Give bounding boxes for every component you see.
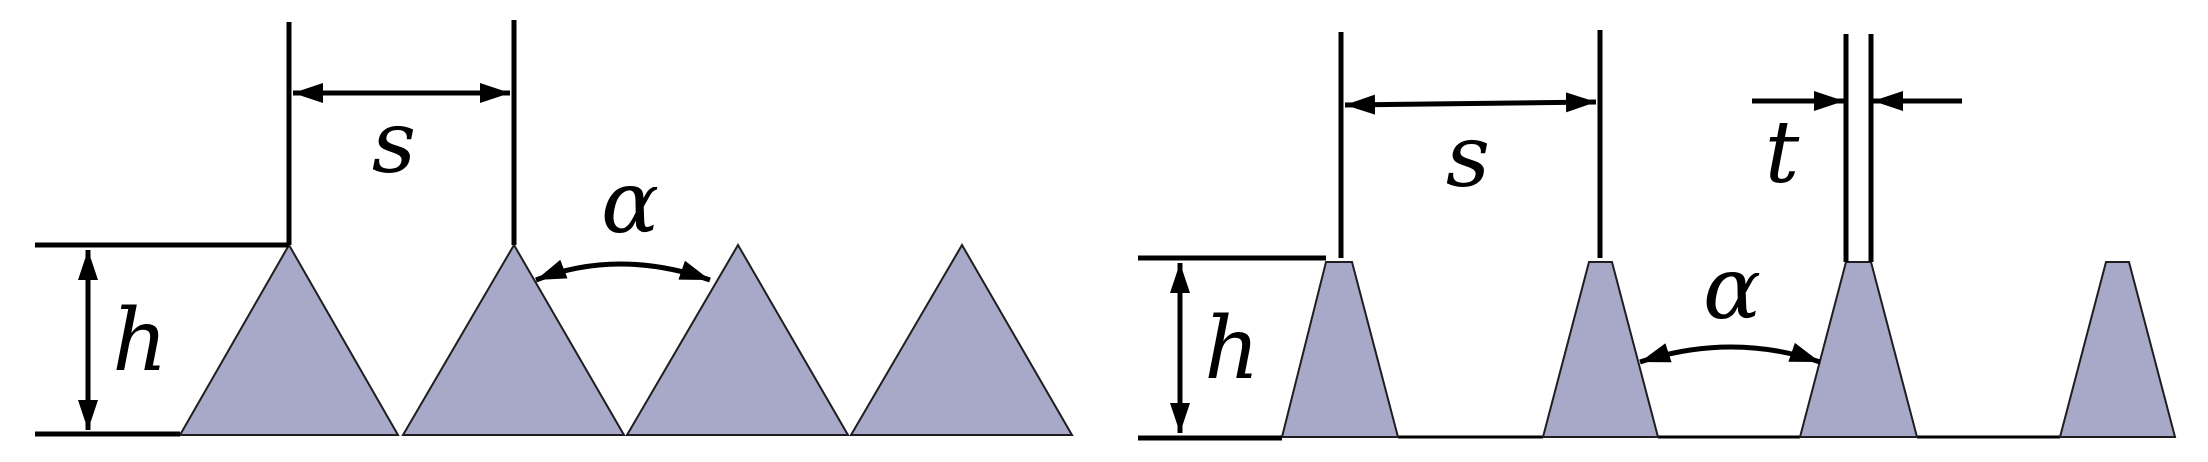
- angle-arc: [535, 259, 711, 283]
- trapezoidal-profile: h s t α: [1138, 30, 2177, 441]
- height-label: h: [112, 291, 167, 391]
- tip-width-label: t: [1765, 103, 1800, 203]
- trapezoidal-teeth: [1280, 261, 2177, 438]
- triangular-tooth-2: [401, 243, 626, 436]
- trapezoidal-tooth-1: [1280, 261, 1400, 438]
- triangular-tooth-4: [849, 243, 1074, 436]
- triangular-tooth-1: [178, 242, 400, 436]
- trapezoidal-tooth-4: [2058, 261, 2177, 438]
- height-label: h: [1204, 299, 1259, 399]
- triangular-tooth-3: [625, 243, 850, 436]
- triangular-profile: h s α: [35, 20, 1074, 437]
- angle-label: α: [601, 153, 659, 253]
- pitch-label: s: [1446, 107, 1490, 207]
- pitch-label: s: [372, 93, 416, 193]
- trapezoidal-tooth-3: [1798, 261, 1919, 438]
- triangular-teeth: [178, 242, 1074, 436]
- pitch-dimension-arrow: [1344, 92, 1597, 115]
- trapezoidal-tooth-2: [1541, 261, 1660, 438]
- angle-label: α: [1703, 239, 1761, 339]
- angle-arc: [1639, 342, 1821, 365]
